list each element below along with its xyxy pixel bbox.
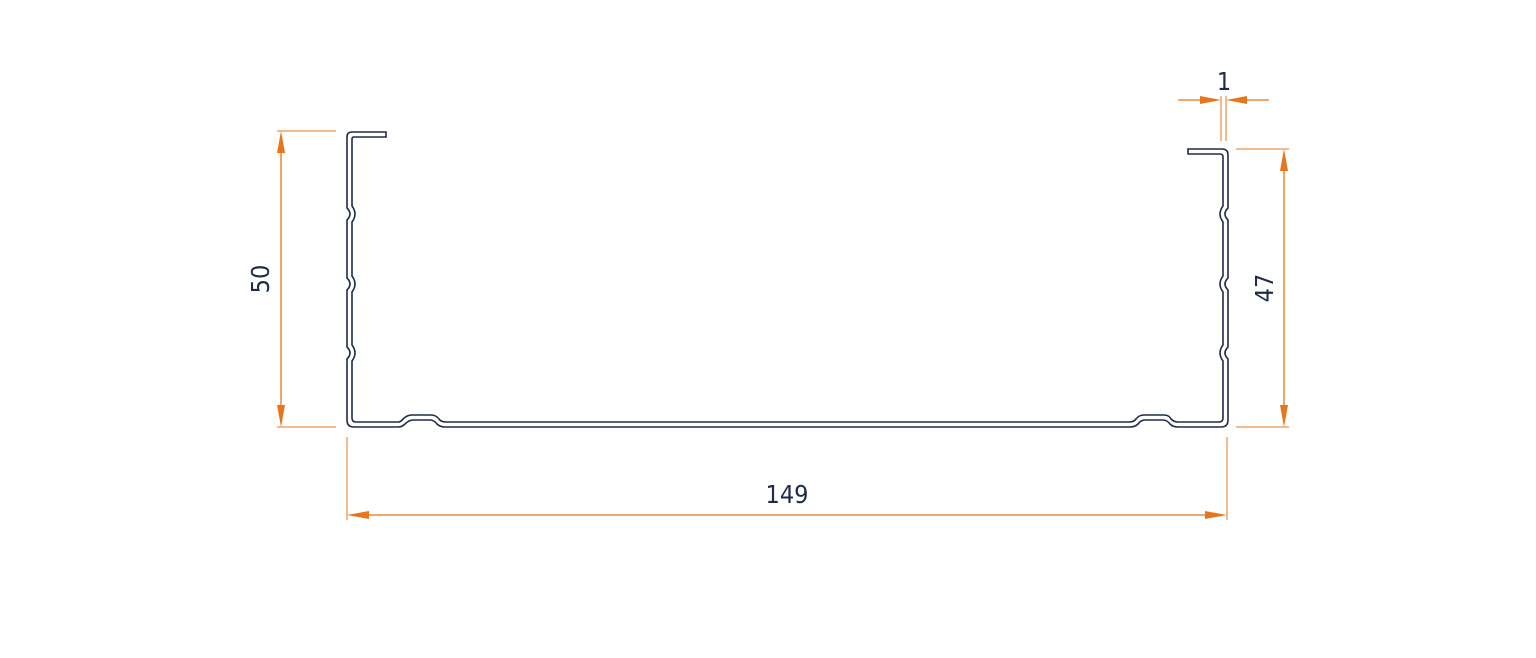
width-arrow-left [347, 511, 369, 519]
width-arrow-right [1205, 511, 1227, 519]
left-height-label: 50 [246, 265, 275, 294]
left-height-arrow-top [277, 131, 285, 153]
thickness-dimension: 1 [1178, 67, 1269, 141]
thickness-label: 1 [1217, 67, 1231, 96]
thickness-arrow-right [1226, 96, 1247, 104]
width-dimension: 149 [346, 437, 1228, 520]
channel-profile [346, 131, 1229, 428]
left-height-dimension: 50 [246, 130, 336, 428]
right-height-label: 47 [1250, 274, 1279, 303]
right-height-arrow-top [1280, 149, 1288, 171]
thickness-arrow-left [1200, 96, 1221, 104]
right-height-arrow-bottom [1280, 405, 1288, 427]
profile-outer-edge [346, 131, 1229, 428]
left-height-arrow-bottom [277, 405, 285, 427]
width-label: 149 [766, 480, 809, 509]
right-height-dimension: 47 [1236, 148, 1289, 428]
profile-inner-edge [351, 136, 1224, 423]
